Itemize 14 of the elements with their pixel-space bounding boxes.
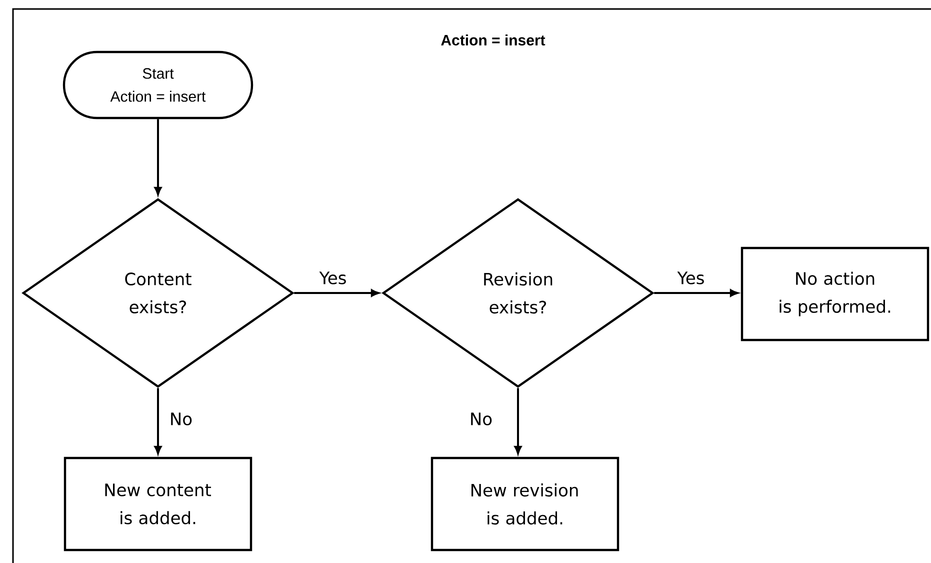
edge-label: No [471,412,492,426]
process-box: New revision is added. [430,456,620,552]
edge-label: No [171,412,192,426]
arrow [654,289,738,297]
arrow [154,388,162,454]
edge-label: Yes [677,272,704,284]
edge-label: Yes [319,272,346,284]
process-box: New content is added. [64,456,252,552]
arrow [514,388,522,454]
start-terminal: Start Action = insert [62,50,254,120]
title: Action = insert [441,34,546,46]
arrow [294,289,380,297]
process-box: No action is performed. [740,246,930,342]
arrow [154,119,162,196]
